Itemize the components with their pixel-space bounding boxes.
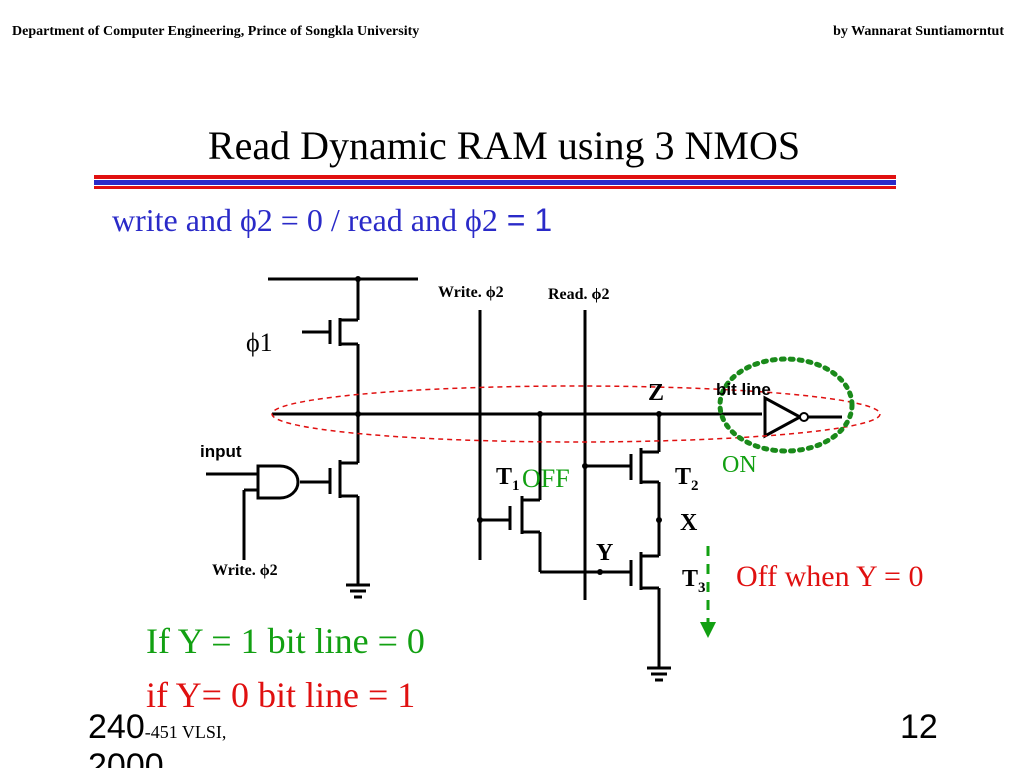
title-rule-red-bottom	[94, 186, 896, 189]
off-arrow-head	[700, 622, 716, 638]
inverter-bubble	[799, 412, 809, 422]
off-when-label: Off when Y = 0	[736, 560, 924, 593]
t1-letter: T	[496, 464, 513, 490]
bit-line-highlight-ellipse	[271, 385, 881, 443]
input-label: input	[200, 442, 242, 461]
t2-subscript: 2	[691, 477, 699, 494]
x-node-label: X	[680, 510, 698, 536]
ground-left-icon	[346, 583, 370, 599]
footer-course: 240-451 VLSI, 2000	[88, 708, 226, 768]
t3-subscript: 3	[698, 579, 706, 596]
ground-right-icon	[647, 666, 671, 682]
t1-label: T1	[496, 464, 520, 495]
subtitle-part2: = 1	[497, 202, 553, 238]
subtitle: write and ϕ2 = 0 / read and ϕ2 = 1	[112, 202, 552, 239]
note-line-1: If Y = 1 bit line = 0	[146, 621, 425, 661]
note-line-2: if Y= 0 bit line = 1	[146, 675, 416, 715]
t1-off-label: OFF	[522, 464, 570, 493]
read-phi2-top-label: Read. ϕ2	[548, 286, 610, 303]
subtitle-part1: write and ϕ2 = 0 / read and ϕ2	[112, 202, 498, 238]
on-label: ON	[722, 452, 757, 478]
title-rule-blue	[94, 180, 896, 185]
header-left: Department of Computer Engineering, Prin…	[12, 24, 420, 39]
t3-label: T3	[682, 566, 706, 597]
header-right: by Wannarat Suntiamorntut	[833, 24, 1004, 39]
z-node-label: Z	[648, 380, 665, 406]
page-number: 12	[900, 708, 938, 746]
t2-letter: T	[675, 464, 692, 490]
t1-subscript: 1	[512, 477, 520, 494]
y-node-label: Y	[596, 540, 614, 566]
inverter-triangle	[763, 395, 804, 439]
t3-letter: T	[682, 566, 699, 592]
t2-label: T2	[675, 464, 699, 495]
footer-year: 2000	[88, 747, 164, 768]
slide-title: Read Dynamic RAM using 3 NMOS	[207, 123, 801, 168]
footer-course-number: 240	[88, 708, 145, 746]
write-phi2-top-label: Write. ϕ2	[438, 284, 504, 301]
inverter-highlight-circle	[717, 356, 855, 454]
write-phi2-left-label: Write. ϕ2	[212, 562, 278, 579]
and-gate	[256, 464, 300, 500]
title-rule-red-top	[94, 175, 896, 179]
footer-course-name: -451 VLSI,	[144, 722, 227, 742]
bit-line-label: bit line	[716, 380, 771, 399]
phi1-label: ϕ1	[246, 328, 273, 357]
